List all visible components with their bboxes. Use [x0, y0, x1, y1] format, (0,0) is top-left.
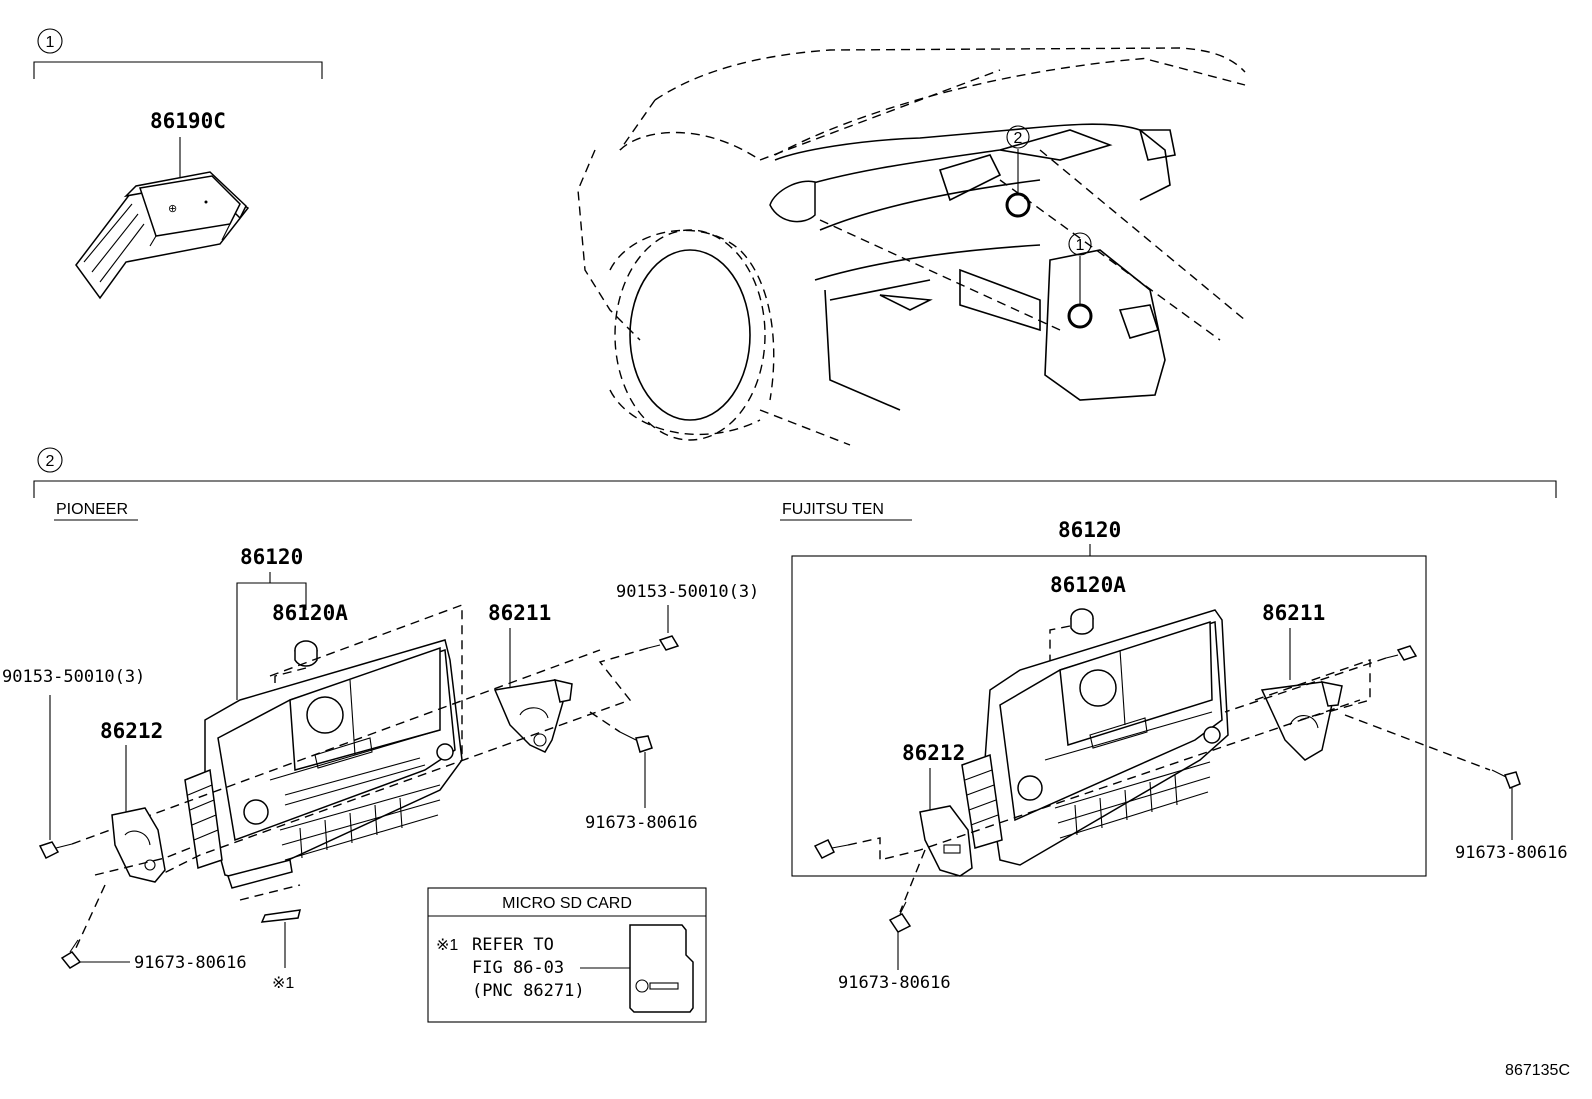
sd-card-line3: (PNC 86271) — [472, 981, 585, 1001]
pioneer-label-86120: 86120 — [240, 545, 303, 569]
callout-label-1: 1 — [46, 34, 55, 51]
sd-card-line1: REFER TO — [472, 935, 554, 955]
fujitsu-screw-right-icon — [1491, 769, 1521, 789]
pioneer-group: PIONEER 86120 86120A — [2, 501, 759, 992]
fujitsu-screw-bottom-icon — [888, 901, 912, 933]
fujitsu-heading: FUJITSU TEN — [782, 501, 884, 518]
callout-label-2: 2 — [46, 453, 55, 470]
fujitsu-radio-unit-86120-icon — [961, 609, 1229, 866]
part-label-86190C: 86190C — [150, 109, 226, 133]
section-1: 1 86190C ⊕ — [33, 28, 323, 300]
fujitsu-bolt-right-icon — [1385, 645, 1418, 661]
fujitsu-box — [791, 555, 1427, 877]
front-wheel — [629, 249, 751, 421]
pioneer-bracket-86211-icon — [493, 678, 573, 753]
svg-text:⊕: ⊕ — [168, 203, 177, 215]
fujitsu-label-86120: 86120 — [1058, 518, 1121, 542]
pioneer-bracket-86212-icon — [111, 807, 166, 883]
sd-card-line2: FIG 86-03 — [472, 958, 564, 978]
section-2: 2 PIONEER 86120 86120A — [2, 447, 1568, 1023]
sd-card-mark: ※1 — [436, 937, 458, 954]
pioneer-bolt-left-icon — [38, 841, 73, 860]
sd-card-title: MICRO SD CARD — [502, 895, 632, 912]
location-callout-1-label: 1 — [1076, 237, 1085, 254]
fujitsu-label-86120A: 86120A — [1050, 573, 1126, 597]
location-ring-1 — [1067, 303, 1093, 329]
location-ring-2 — [1005, 192, 1031, 218]
fujitsu-label-screw-right: 91673-80616 — [1455, 843, 1568, 863]
fujitsu-group: FUJITSU TEN 86120 86120A — [780, 501, 1568, 993]
fujitsu-label-86212: 86212 — [902, 741, 965, 765]
section-2-bracket — [33, 480, 1557, 498]
location-callout-2 — [1006, 125, 1030, 149]
callout-circle-2 — [37, 447, 63, 473]
callout-circle-1 — [37, 28, 63, 54]
fujitsu-label-86211: 86211 — [1262, 601, 1325, 625]
pioneer-label-screw-bottom: 91673-80616 — [134, 953, 247, 973]
pioneer-screw-right-icon — [619, 731, 653, 753]
figure-code: 867135C — [1505, 1062, 1570, 1079]
pioneer-note-mark: ※1 — [272, 975, 294, 992]
fujitsu-cap-86120A-icon — [1070, 608, 1094, 635]
pioneer-cap-86120A-icon — [294, 640, 318, 667]
pioneer-label-bolt-left: 90153-50010(3) — [2, 667, 145, 687]
fujitsu-bolt-left-icon — [813, 839, 849, 859]
pioneer-label-86212: 86212 — [100, 719, 163, 743]
location-callout-2-label: 2 — [1014, 130, 1023, 147]
section-1-bracket — [33, 61, 323, 79]
location-callout-1 — [1068, 232, 1092, 256]
pioneer-radio-unit-86120-icon — [184, 639, 463, 889]
pioneer-heading: PIONEER — [56, 501, 128, 518]
micro-sd-card-box: MICRO SD CARD ※1 REFER TO FIG 86-03 (PNC… — [427, 887, 707, 1023]
sd-card-icon — [629, 924, 694, 1013]
pioneer-label-86211: 86211 — [488, 601, 551, 625]
pioneer-label-bolt-right: 90153-50010(3) — [616, 582, 759, 602]
switch-86190C-icon: ⊕ — [75, 171, 250, 300]
pioneer-label-86120A: 86120A — [272, 601, 348, 625]
fujitsu-label-screw-bottom: 91673-80616 — [838, 973, 951, 993]
vehicle-interior-sketch: 2 1 — [577, 47, 1246, 446]
pioneer-bolt-right-icon — [647, 635, 680, 651]
pioneer-label-screw-right: 91673-80616 — [585, 813, 698, 833]
